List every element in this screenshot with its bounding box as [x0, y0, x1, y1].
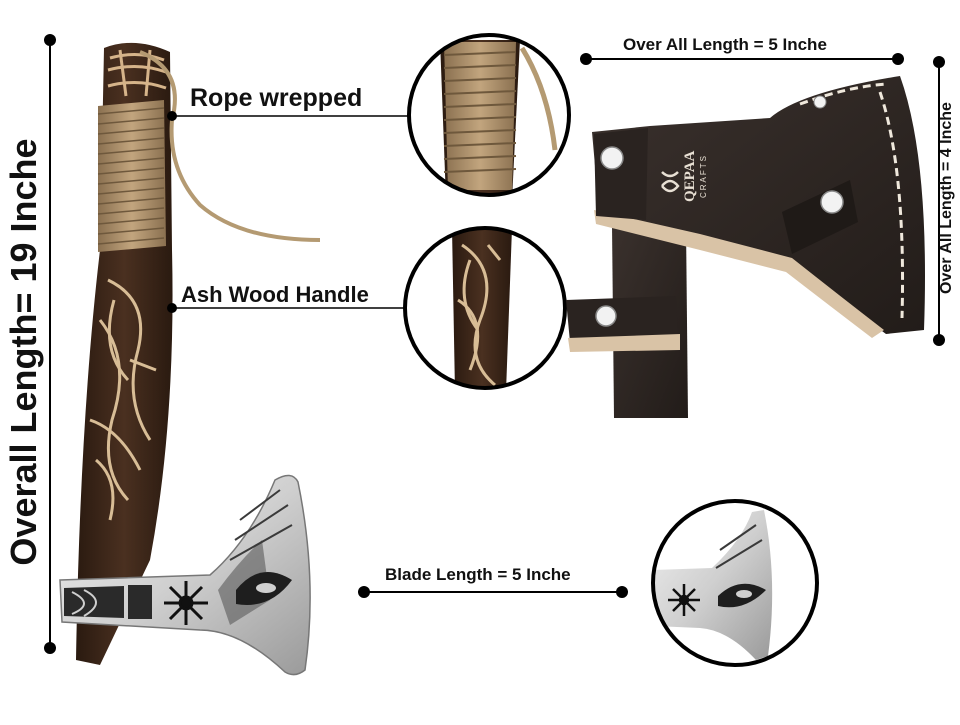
blade-engraving: [64, 489, 293, 625]
snap-button: [595, 305, 617, 327]
snap-button: [600, 146, 624, 170]
logo-brand: QEPAA: [682, 150, 698, 202]
blade-length-label: Blade Length = 5 Inche: [385, 565, 571, 584]
sheath-body: [592, 76, 925, 334]
overall-length-label: Overall Length= 19 Inche: [3, 138, 44, 566]
sheath-flap: [594, 128, 648, 220]
axe: [59, 42, 321, 676]
loose-rope: [139, 50, 321, 242]
blade: [59, 474, 311, 676]
handle-detail-circle: [403, 226, 567, 390]
rope-wrap: [98, 100, 166, 252]
rope-detail-circle: [407, 33, 571, 197]
logo-sub: CRAFTS: [699, 154, 708, 198]
handle-label: Ash Wood Handle: [181, 282, 369, 307]
handle-carving: [89, 278, 157, 521]
snap-button: [820, 190, 844, 214]
rope-lines: [97, 107, 165, 245]
logo-mark-icon: [661, 171, 680, 193]
sheath-height-label: Over All Length = 4 Inche: [938, 102, 955, 294]
sheath-loop: [566, 296, 678, 342]
blade-length-dimension: [358, 586, 628, 598]
qepaa-logo: QEPAA CRAFTS: [661, 150, 708, 202]
overall-length-dimension: [44, 34, 56, 654]
sheath-width-label: Over All Length = 5 Inche: [623, 35, 827, 54]
vegvisir-icon: [164, 581, 208, 625]
leather-sheath: QEPAA CRAFTS: [566, 53, 945, 418]
blade-detail-circle: [651, 499, 819, 667]
stitching: [878, 91, 905, 319]
rope-label: Rope wrepped: [190, 84, 363, 112]
